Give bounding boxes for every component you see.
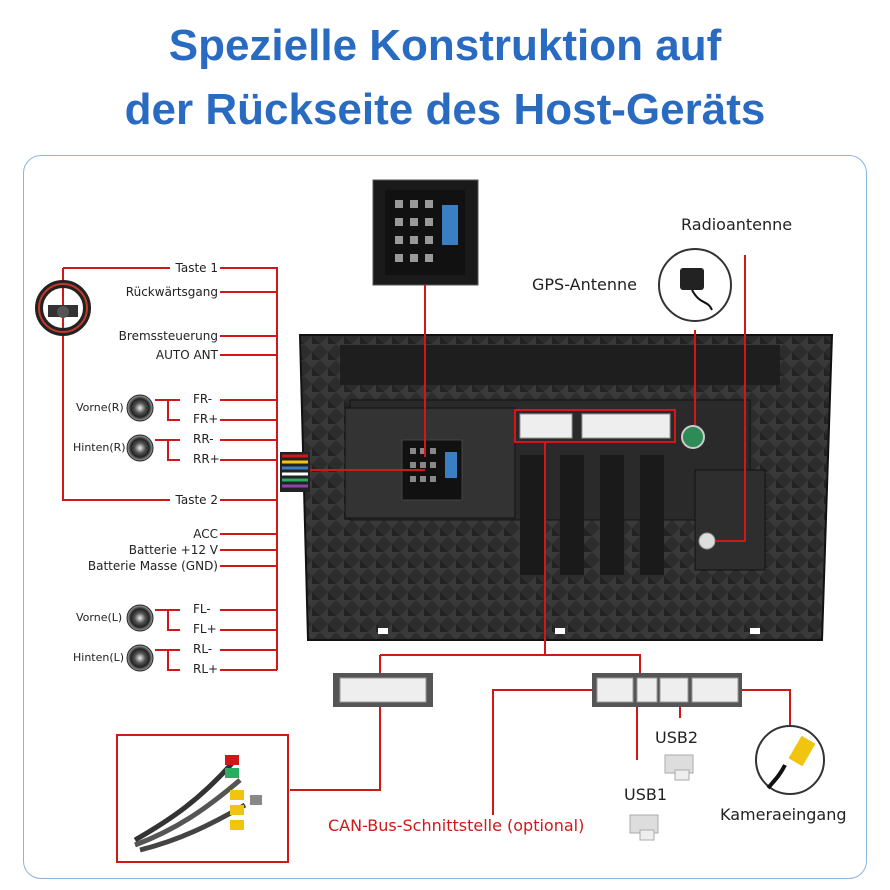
socket-detail [372, 179, 479, 286]
label-auto-ant: AUTO ANT [155, 348, 218, 362]
label-bremssteuerung: Bremssteuerung [118, 329, 218, 343]
label-radioantenne: Radioantenne [681, 215, 793, 234]
label-batterie-masse: Batterie Masse (GND) [87, 559, 218, 573]
label-gps-antenne: GPS-Antenne [532, 275, 637, 294]
label-vorne-r: Vorne(R) [76, 401, 124, 414]
label-can-bus: CAN-Bus-Schnittstelle (optional) [328, 816, 585, 835]
label-batterie-12v: Batterie +12 V [128, 543, 218, 557]
label-fl-plus: FL+ [193, 622, 217, 636]
steering-wheel-icon [35, 280, 91, 336]
label-usb2: USB2 [655, 728, 699, 747]
label-taste1: Taste 1 [175, 261, 219, 275]
label-kameraeingang: Kameraeingang [720, 805, 847, 824]
label-hinten-l: Hinten(L) [73, 651, 125, 664]
speaker-icon-hinten-l [126, 644, 154, 672]
gps-antenna-icon [658, 248, 732, 322]
label-usb1: USB1 [624, 785, 668, 804]
label-rr-plus: RR+ [193, 452, 220, 466]
usb1-plug-icon [629, 814, 659, 841]
head-unit-back [298, 334, 834, 641]
speaker-icon-vorne-l [126, 604, 154, 632]
speaker-icon-hinten-r [126, 434, 154, 462]
wiring-lines [62, 255, 791, 815]
label-fr-plus: FR+ [193, 412, 219, 426]
label-rl-minus: RL- [193, 642, 213, 656]
label-rr-minus: RR- [193, 432, 214, 446]
label-fl-minus: FL- [193, 602, 211, 616]
title-line-1: Spezielle Konstruktion auf [168, 21, 722, 70]
harness-plug [280, 452, 310, 492]
usb2-plug-icon [664, 754, 694, 781]
label-hinten-r: Hinten(R) [73, 441, 126, 454]
label-rueckwaertsgang: Rückwärtsgang [125, 285, 218, 299]
label-rl-plus: RL+ [193, 662, 219, 676]
rca-cable-bundle [116, 734, 289, 863]
label-taste2: Taste 2 [175, 493, 219, 507]
label-vorne-l: Vorne(L) [76, 611, 123, 624]
bottom-connectors [333, 673, 742, 707]
title-line-2: der Rückseite des Host-Geräts [124, 85, 766, 134]
speaker-icon-vorne-r [126, 394, 154, 422]
unit-connectors [514, 409, 716, 550]
camera-rca-icon [755, 725, 825, 795]
label-acc: ACC [193, 527, 218, 541]
label-fr-minus: FR- [193, 392, 213, 406]
